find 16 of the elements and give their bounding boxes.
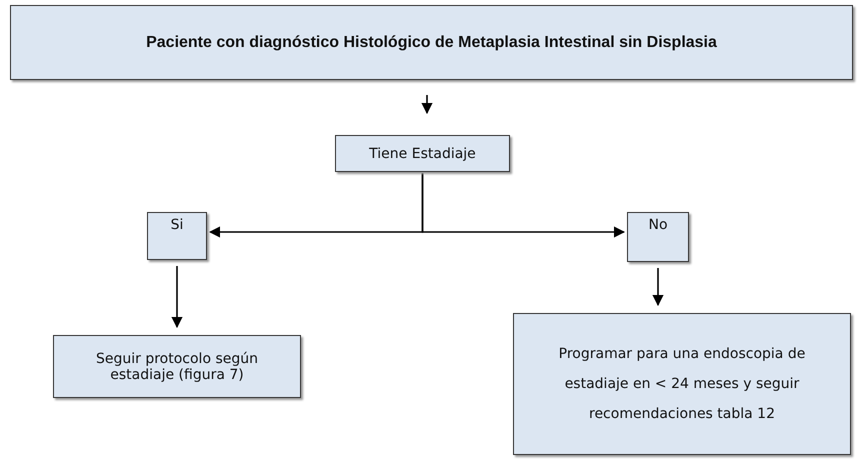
arrow — [422, 173, 626, 238]
box-text: No — [648, 217, 668, 233]
box-text: Programar para una endoscopia de estadiaje en < 24 meses y seguir recomendaciones tabla 12 — [558, 345, 806, 424]
process-box — [53, 335, 301, 398]
box-text: Paciente con diagnóstico Histológico de Metaplasia Intestinal sin Displasia — [146, 34, 717, 52]
box-text: Seguir protocolo según estadiaje (figura 7) — [94, 350, 260, 382]
box-text: Si — [170, 217, 184, 233]
title-box — [10, 5, 853, 80]
arrow — [421, 95, 433, 114]
arrow — [171, 266, 183, 328]
process-box — [513, 313, 851, 455]
decision-outcome-box — [627, 212, 689, 262]
decision-outcome-box — [147, 212, 207, 260]
arrow — [652, 268, 664, 306]
process-box — [335, 135, 510, 172]
box-text: Tiene Estadiaje — [369, 146, 476, 162]
